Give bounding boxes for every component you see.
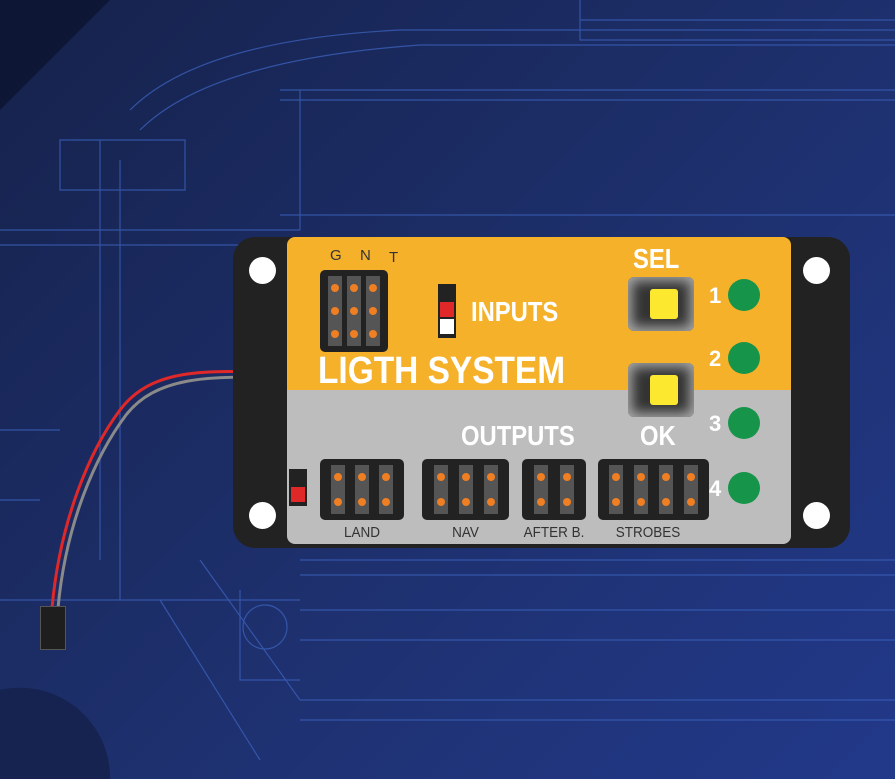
ok-button[interactable] (628, 363, 694, 417)
status-led-1 (728, 279, 760, 311)
output-connector-strobes[interactable] (598, 459, 709, 520)
led-number-3: 3 (709, 411, 722, 436)
pin (637, 497, 646, 506)
pin (637, 473, 646, 482)
pin-column (534, 465, 548, 514)
servo-wire (50, 370, 291, 609)
sel-button[interactable] (628, 277, 694, 331)
status-led-2 (728, 342, 760, 374)
pin (331, 306, 340, 315)
pin (358, 497, 366, 506)
pin (486, 497, 495, 506)
strobes-label: STROBES (615, 524, 681, 541)
pin (349, 306, 358, 315)
input-pin-label-t: T (389, 249, 399, 266)
after-burner-label: AFTER B. (523, 524, 585, 541)
pin (661, 497, 670, 506)
pin (686, 497, 695, 506)
outputs-label: OUTPUTS (461, 420, 575, 451)
pin (368, 330, 377, 339)
status-led-3 (728, 407, 760, 439)
pin-column (483, 465, 498, 514)
wire-connector (40, 606, 66, 650)
pin-column (379, 465, 393, 514)
ok-label: OK (640, 420, 676, 451)
pin-column (609, 465, 624, 514)
input-pin-label-g: G (330, 247, 342, 264)
nav-label: NAV (452, 524, 479, 541)
status-led-4 (728, 472, 760, 504)
pin (612, 497, 621, 506)
pin (334, 497, 342, 506)
pin-column (331, 465, 345, 514)
sel-label: SEL (633, 243, 680, 274)
pin (358, 473, 366, 482)
pin (334, 473, 342, 482)
pin-column (658, 465, 673, 514)
pin (382, 473, 390, 482)
input-pin-label-n: N (360, 247, 371, 264)
board-title: LIGTH SYSTEM (318, 350, 566, 392)
pin (436, 497, 445, 506)
input-connector[interactable] (320, 270, 388, 352)
pin (382, 497, 390, 506)
pin (461, 497, 470, 506)
pin (349, 330, 358, 339)
pin (686, 473, 695, 482)
pin-column (634, 465, 649, 514)
pin (331, 283, 340, 292)
land-label: LAND (343, 524, 380, 541)
output-connector-nav[interactable] (422, 459, 509, 520)
pin (537, 497, 545, 506)
pin (368, 283, 377, 292)
output-switch[interactable] (289, 469, 307, 506)
pin (612, 473, 621, 482)
pin (461, 473, 470, 482)
led-number-4: 4 (709, 476, 722, 501)
pin (537, 473, 545, 482)
led-number-1: 1 (709, 283, 722, 308)
pin (563, 473, 571, 482)
input-switch[interactable] (438, 284, 456, 338)
mount-hole (249, 502, 276, 529)
pin-column (683, 465, 698, 514)
pin (331, 330, 340, 339)
pin (563, 497, 571, 506)
inputs-label: INPUTS (471, 296, 559, 327)
mount-hole (803, 502, 830, 529)
mount-hole (803, 257, 830, 284)
pin-column (365, 276, 380, 346)
pin (349, 283, 358, 292)
pin (436, 473, 445, 482)
pin-column (458, 465, 473, 514)
pin (486, 473, 495, 482)
pin-column (346, 276, 361, 346)
output-connector-after-burner[interactable] (522, 459, 586, 520)
pin-column (560, 465, 574, 514)
pin (368, 306, 377, 315)
pin (661, 473, 670, 482)
output-connector-land[interactable] (320, 459, 404, 520)
pin-column (433, 465, 448, 514)
mount-hole (249, 257, 276, 284)
led-number-2: 2 (709, 346, 722, 371)
pin-column (355, 465, 369, 514)
pin-column (328, 276, 343, 346)
